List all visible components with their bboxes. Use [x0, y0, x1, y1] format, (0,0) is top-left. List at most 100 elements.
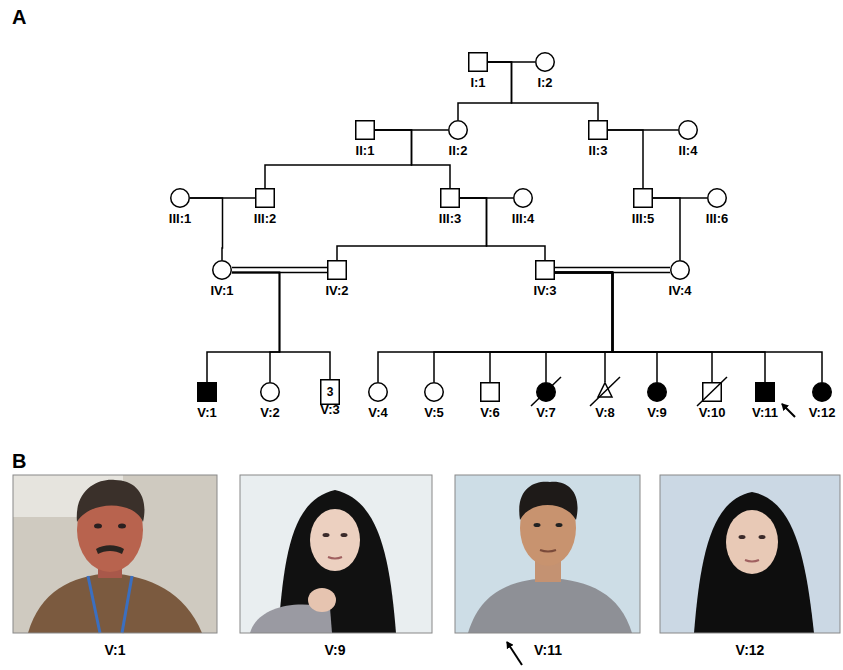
descent-line — [555, 273, 657, 383]
individual-id: II:1 — [356, 144, 375, 158]
individual-id: V:10 — [699, 406, 726, 420]
symbol-outline — [755, 382, 775, 402]
individual-id: IV:2 — [325, 284, 348, 298]
individual-symbol: V:9 — [647, 382, 667, 402]
individual-id: III:3 — [439, 212, 461, 226]
individual-symbol: II:2 — [448, 120, 468, 140]
descent-line — [337, 198, 487, 260]
symbol-outline — [647, 382, 667, 402]
descent-line — [490, 273, 613, 383]
individual-symbol: V:7 — [536, 382, 556, 402]
individual-id: II:2 — [449, 144, 468, 158]
individual-symbol: V:11 — [755, 382, 775, 402]
symbol-outline — [670, 260, 690, 280]
photo-label: V:1 — [104, 643, 125, 658]
symbol-outline — [448, 120, 468, 140]
individual-id: V:5 — [424, 406, 444, 420]
individual-symbol: III:4 — [513, 188, 533, 208]
individual-id: V:6 — [480, 406, 500, 420]
symbol-outline — [535, 52, 555, 72]
symbol-outline — [595, 382, 615, 402]
symbol-outline — [707, 188, 727, 208]
symbol-outline — [513, 188, 533, 208]
descent-line — [378, 273, 613, 383]
symbol-outline — [536, 382, 556, 402]
symbol-outline — [633, 188, 653, 208]
individual-id: V:1 — [197, 406, 217, 420]
symbol-outline — [588, 120, 608, 140]
photo-v1 — [13, 475, 217, 633]
individual-id: V:3 — [320, 403, 340, 417]
symbol-outline — [255, 188, 275, 208]
symbol-outline — [702, 382, 722, 402]
individual-symbol: II:1 — [355, 120, 375, 140]
symbol-outline — [355, 120, 375, 140]
photo-v11 — [455, 475, 640, 633]
photo-v9 — [240, 475, 432, 633]
individual-symbol: III:2 — [255, 188, 275, 208]
symbol-outline — [440, 188, 460, 208]
descent-line — [265, 130, 412, 188]
individual-symbol: V:10 — [702, 382, 722, 402]
individual-id: V:7 — [536, 406, 556, 420]
individual-id: V:9 — [647, 406, 667, 420]
proband-arrow — [782, 404, 795, 417]
symbol-outline — [170, 188, 190, 208]
symbol-outline — [812, 382, 832, 402]
individual-id: V:2 — [260, 406, 280, 420]
proband-arrow — [507, 642, 522, 665]
individual-id: IV:3 — [533, 284, 556, 298]
individual-symbol: III:5 — [633, 188, 653, 208]
individual-id: IV:1 — [210, 284, 233, 298]
individual-symbol: V:5 — [424, 382, 444, 402]
individual-symbol: V:12 — [812, 382, 832, 402]
individual-id: III:6 — [706, 212, 728, 226]
individual-symbol: III:1 — [170, 188, 190, 208]
individual-id: I:2 — [537, 76, 552, 90]
individual-symbol: IV:3 — [535, 260, 555, 280]
symbol-outline — [468, 52, 488, 72]
symbol-outline — [260, 382, 280, 402]
descent-line — [653, 198, 680, 260]
individual-symbol: V:1 — [197, 382, 217, 402]
individual-symbol: V:8 — [595, 382, 615, 402]
individual-id: V:12 — [809, 406, 836, 420]
individual-id: V:8 — [595, 406, 615, 420]
descent-line — [190, 198, 223, 260]
descent-line — [608, 130, 643, 188]
individual-symbol: III:3 — [440, 188, 460, 208]
descent-line — [434, 273, 613, 383]
descent-line — [232, 273, 280, 383]
descent-line — [555, 273, 712, 383]
individual-symbol: V:6 — [480, 382, 500, 402]
sibling-count: 3 — [320, 379, 340, 405]
individual-id: II:3 — [589, 144, 608, 158]
descent-line — [375, 130, 450, 188]
individual-symbol: IV:4 — [670, 260, 690, 280]
photo-label: V:12 — [736, 643, 765, 658]
photo-label: V:9 — [324, 643, 345, 658]
individual-id: II:4 — [679, 144, 698, 158]
descent-line — [460, 198, 545, 260]
individual-symbol: IV:1 — [212, 260, 232, 280]
individual-id: III:1 — [169, 212, 191, 226]
photo-label: V:11 — [534, 643, 562, 658]
individual-symbol: IV:2 — [327, 260, 347, 280]
individual-id: III:5 — [632, 212, 654, 226]
descent-line — [232, 273, 330, 380]
individual-symbol: V:4 — [368, 382, 388, 402]
individual-id: III:2 — [254, 212, 276, 226]
individual-id: V:11 — [752, 406, 778, 420]
descent-line — [555, 273, 765, 383]
symbol-outline — [197, 382, 217, 402]
individual-symbol: I:1 — [468, 52, 488, 72]
individual-id: III:4 — [512, 212, 534, 226]
individual-id: IV:4 — [668, 284, 691, 298]
individual-id: I:1 — [470, 76, 485, 90]
symbol-outline — [424, 382, 444, 402]
individual-symbol: III:6 — [707, 188, 727, 208]
individual-symbol: II:3 — [588, 120, 608, 140]
symbol-outline — [535, 260, 555, 280]
symbol-outline — [678, 120, 698, 140]
